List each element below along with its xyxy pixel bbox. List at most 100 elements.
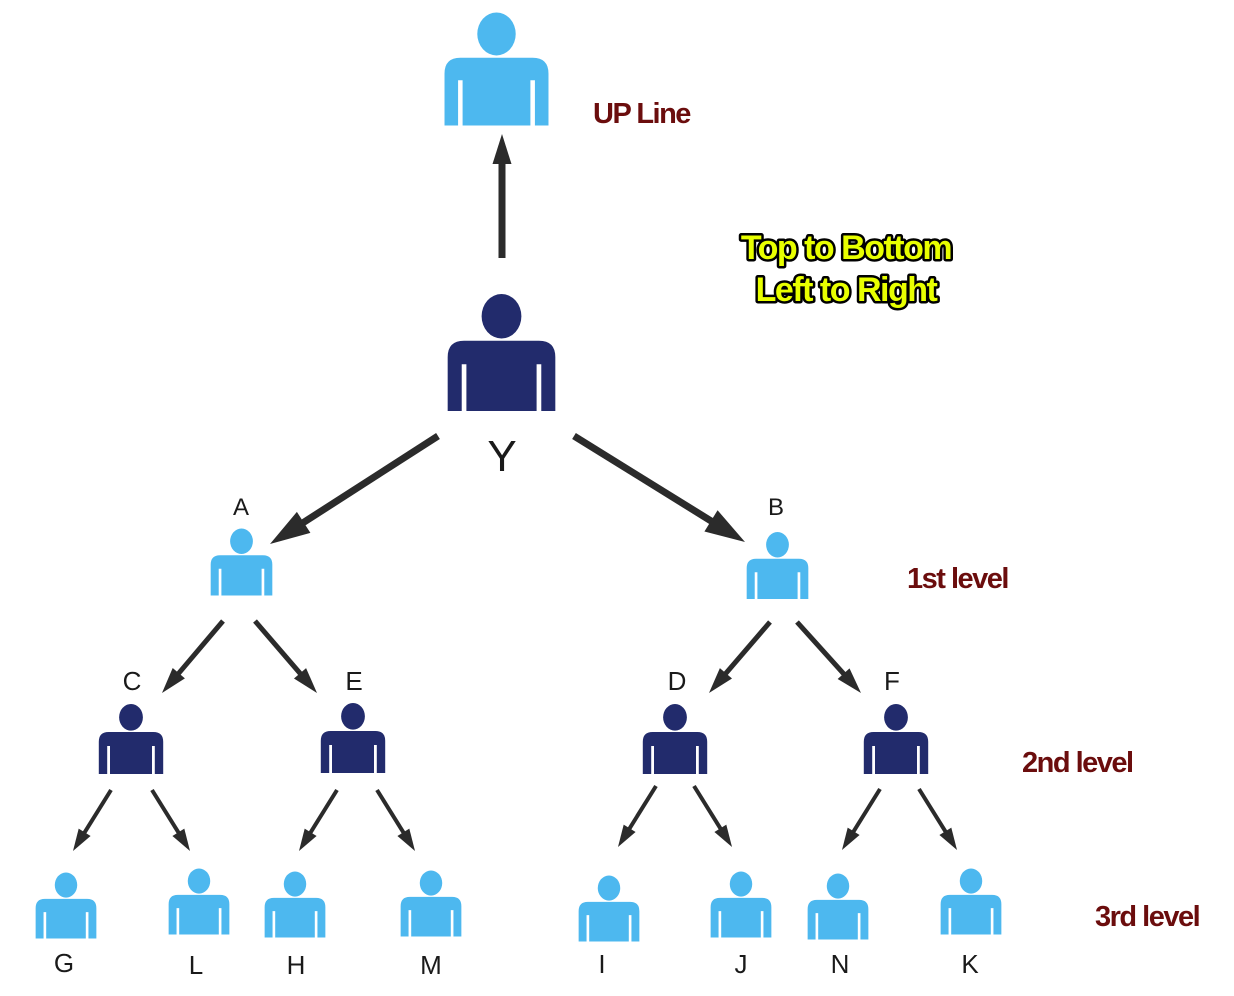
arrow-shaft xyxy=(795,620,847,677)
arrow-head xyxy=(704,510,745,542)
level-1-node-b: B xyxy=(746,494,809,599)
arrow-shaft xyxy=(307,788,339,836)
level-3-node-k: K xyxy=(940,868,1002,979)
person-icon xyxy=(264,871,326,938)
node-label: J xyxy=(735,949,748,979)
arrow-head xyxy=(939,827,957,850)
arrow-d-to-i xyxy=(618,784,658,847)
person-icon xyxy=(710,871,772,938)
arrow-shaft xyxy=(150,788,182,836)
arrow-shaft xyxy=(300,433,440,527)
arrow-head xyxy=(709,668,733,693)
level-3-node-j: J xyxy=(710,871,772,979)
person-icon xyxy=(447,294,556,411)
arrow-b-to-f xyxy=(795,620,861,693)
node-label: B xyxy=(768,494,784,521)
node-label: G xyxy=(54,948,74,978)
node-label: F xyxy=(884,666,900,696)
level-1-node-a: A xyxy=(210,494,273,596)
level-2-label: 2nd level xyxy=(1022,747,1133,779)
arrow-shaft xyxy=(692,784,724,832)
level-labels: UP Line 1st level 2nd level 3rd level xyxy=(591,96,1203,935)
node-label: C xyxy=(123,666,142,696)
level-3-node-h: H xyxy=(264,871,326,980)
person-icon xyxy=(168,868,230,935)
person-icon xyxy=(444,12,549,126)
level-2-node-d: D xyxy=(642,666,708,774)
person-icon xyxy=(807,873,869,940)
level-3-node-m: M xyxy=(400,870,462,980)
arrow-head xyxy=(492,134,512,164)
node-label: A xyxy=(233,494,249,521)
arrow-shaft xyxy=(850,787,882,835)
arrow-a-to-c xyxy=(162,619,225,693)
heading-line-2: Left to Right xyxy=(756,271,938,309)
tree-nodes: Y A B C E D F G L H M I J N K xyxy=(35,12,1002,980)
level-2-node-e: E xyxy=(320,666,386,773)
person-icon xyxy=(210,528,273,596)
person-icon xyxy=(642,704,708,774)
arrow-f-to-n xyxy=(842,787,882,850)
arrow-shaft xyxy=(253,619,304,677)
connector-arrows xyxy=(73,134,957,851)
node-label: I xyxy=(598,949,605,979)
level-1-label: 1st level xyxy=(907,563,1008,595)
node-label: M xyxy=(420,950,442,980)
upline-node xyxy=(444,12,549,126)
arrow-shaft xyxy=(175,619,225,677)
arrow-head xyxy=(172,828,190,851)
arrow-shaft xyxy=(917,787,949,835)
level-2-node-c: C xyxy=(98,666,164,774)
person-icon xyxy=(940,868,1002,935)
level-2-node-f: F xyxy=(863,666,929,774)
level-3-node-i: I xyxy=(578,875,640,979)
arrow-a-to-e xyxy=(253,619,317,693)
person-icon xyxy=(863,704,929,774)
level-3-label: 3rd level xyxy=(1095,901,1199,933)
arrow-f-to-k xyxy=(917,787,957,850)
root-node-y: Y xyxy=(447,294,556,481)
arrow-e-to-m xyxy=(375,788,415,851)
node-label: D xyxy=(668,666,687,696)
arrow-c-to-l xyxy=(150,788,190,851)
level-3-node-g: G xyxy=(35,872,97,978)
arrow-b-to-d xyxy=(709,620,772,693)
reading-order-heading: Top to Bottom Left to Right xyxy=(738,227,955,312)
node-label: K xyxy=(961,949,979,979)
person-icon xyxy=(400,870,462,937)
arrow-root-to-upline xyxy=(492,134,512,258)
person-icon xyxy=(578,875,640,942)
node-label: N xyxy=(831,949,850,979)
arrow-shaft xyxy=(626,784,658,832)
node-label: L xyxy=(189,950,203,980)
person-icon xyxy=(35,872,97,939)
arrow-head xyxy=(618,824,636,847)
level-3-node-n: N xyxy=(807,873,869,979)
person-icon xyxy=(98,704,164,774)
heading-line-1: Top to Bottom xyxy=(741,229,952,267)
person-icon xyxy=(746,532,809,599)
arrow-root-to-a xyxy=(270,433,440,544)
level-3-node-l: L xyxy=(168,868,230,980)
arrow-head xyxy=(299,828,317,851)
person-icon xyxy=(320,703,386,773)
arrow-head xyxy=(842,827,860,850)
arrow-root-to-b xyxy=(572,433,745,542)
arrow-head xyxy=(270,511,311,544)
arrow-shaft xyxy=(375,788,407,836)
arrow-head xyxy=(162,667,185,693)
arrow-head xyxy=(714,824,732,847)
upline-label: UP Line xyxy=(593,98,691,130)
arrow-shaft xyxy=(81,788,113,836)
node-label: H xyxy=(287,950,306,980)
arrow-e-to-h xyxy=(299,788,339,851)
arrow-c-to-g xyxy=(73,788,113,851)
arrow-head xyxy=(397,828,415,851)
arrow-d-to-j xyxy=(692,784,732,847)
arrow-head xyxy=(73,828,91,851)
node-label: E xyxy=(345,666,362,696)
arrow-head xyxy=(293,668,317,693)
arrow-shaft xyxy=(722,620,772,677)
arrow-shaft xyxy=(572,433,715,525)
